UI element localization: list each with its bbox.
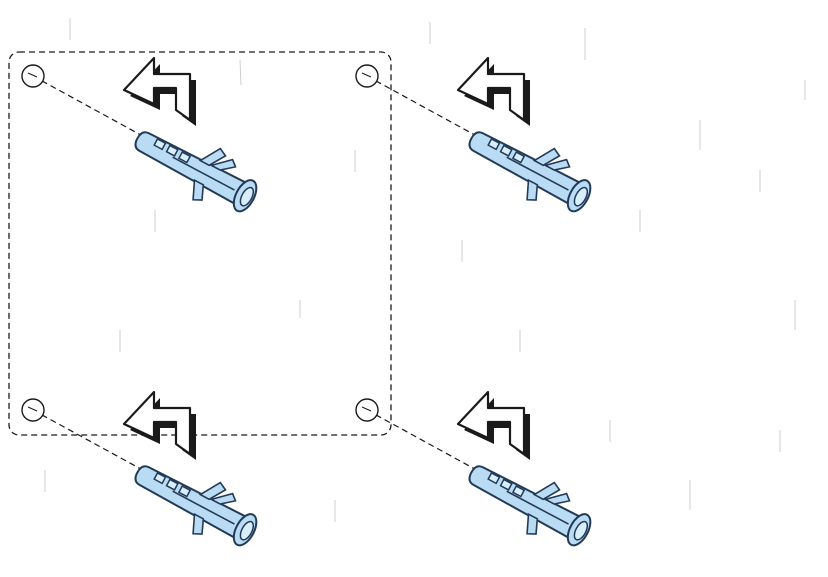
insert-arrow-icon <box>456 390 532 462</box>
hole-bottom-left <box>21 398 45 422</box>
wall-plug-icon <box>457 110 603 226</box>
wall-plug-icon <box>457 444 603 560</box>
wall-plug-icon <box>123 110 269 226</box>
hole-top-right <box>355 64 379 88</box>
template-outline <box>8 51 392 436</box>
hole-bottom-right <box>355 398 379 422</box>
wall-texture <box>44 18 806 522</box>
guide-lines <box>32 75 485 475</box>
insert-arrow-icon <box>456 56 532 128</box>
insert-arrow-icon <box>122 390 198 462</box>
insert-arrow-icon <box>122 56 198 128</box>
wall-plug-icon <box>123 444 269 560</box>
hole-top-left <box>21 64 45 88</box>
